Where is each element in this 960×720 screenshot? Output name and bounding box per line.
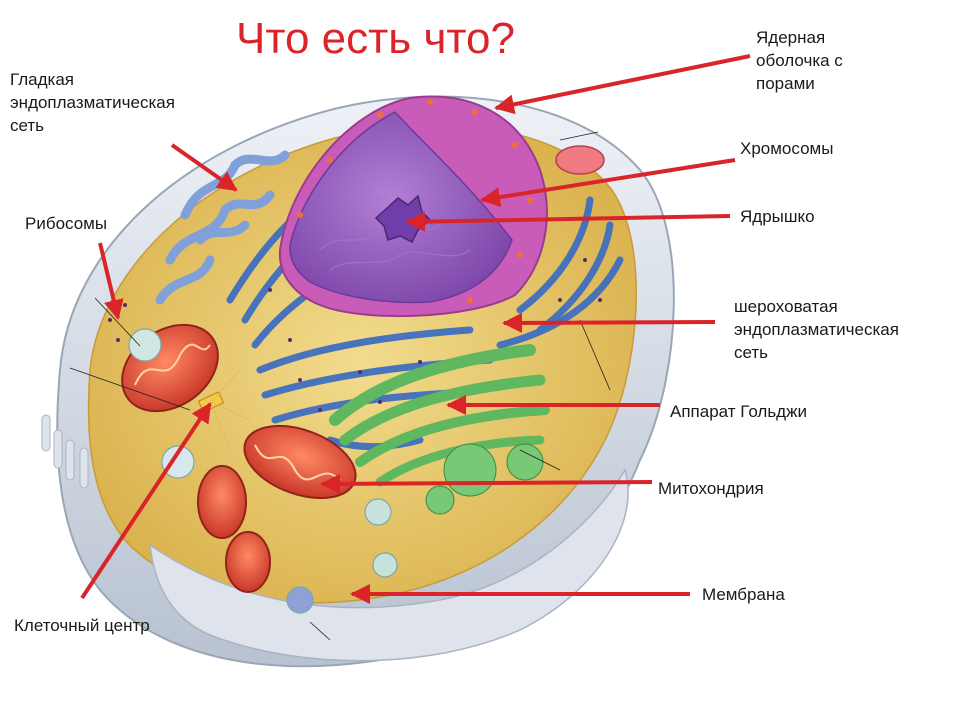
label-mitochondrion: Митохондрия bbox=[658, 477, 764, 500]
label-nucleolus: Ядрышко bbox=[740, 205, 815, 228]
label-smooth-er-line2: эндоплазматическая bbox=[10, 91, 175, 114]
arrow-nuclear-envelope bbox=[496, 56, 750, 108]
label-rough-er-line3: сеть bbox=[734, 341, 899, 364]
label-rough-er-line2: эндоплазматическая bbox=[734, 318, 899, 341]
label-nuclear-envelope-line2: оболочка с bbox=[756, 49, 843, 72]
label-centrosome: Клеточный центр bbox=[14, 614, 150, 637]
label-smooth-er-line3: сеть bbox=[10, 114, 175, 137]
label-ribosomes: Рибосомы bbox=[25, 212, 107, 235]
label-nuclear-envelope: Ядерная оболочка с порами bbox=[756, 26, 843, 95]
label-smooth-er: Гладкая эндоплазматическая сеть bbox=[10, 68, 175, 137]
label-rough-er: шероховатая эндоплазматическая сеть bbox=[734, 295, 899, 364]
label-nuclear-envelope-line1: Ядерная bbox=[756, 26, 843, 49]
label-rough-er-line1: шероховатая bbox=[734, 295, 899, 318]
label-nuclear-envelope-line3: порами bbox=[756, 72, 843, 95]
label-golgi: Аппарат Гольджи bbox=[670, 400, 807, 423]
label-chromosomes: Хромосомы bbox=[740, 137, 833, 160]
arrow-mitochondrion bbox=[322, 482, 652, 484]
page-title: Что есть что? bbox=[236, 14, 515, 64]
arrow-rough-er bbox=[504, 322, 715, 323]
label-smooth-er-line1: Гладкая bbox=[10, 68, 175, 91]
label-membrane: Мембрана bbox=[702, 583, 785, 606]
